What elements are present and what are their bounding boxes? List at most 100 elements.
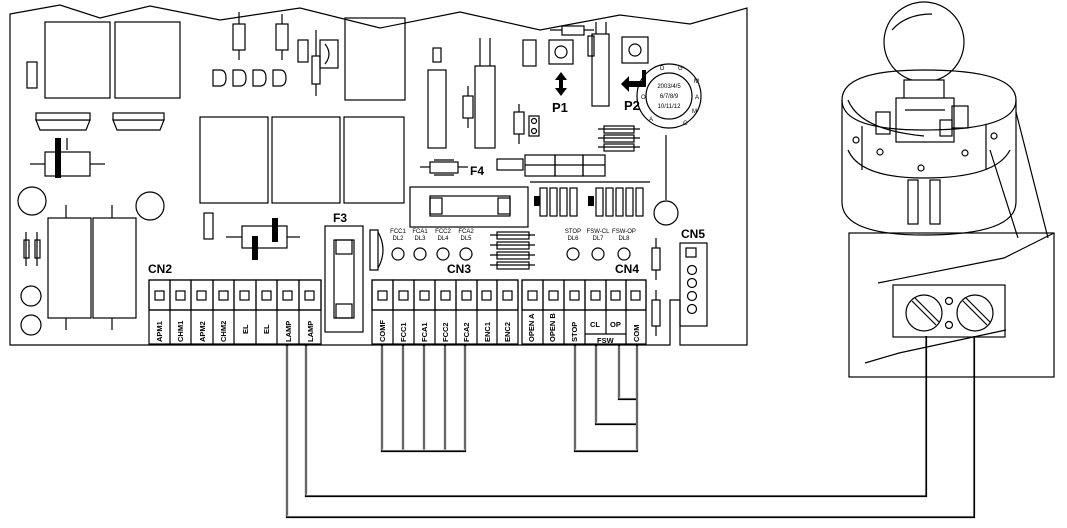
screw-terminal bbox=[956, 294, 994, 332]
svg-text:DL6: DL6 bbox=[567, 236, 579, 242]
svg-text:FSW: FSW bbox=[597, 336, 615, 345]
svg-text:LAMP: LAMP bbox=[306, 321, 315, 342]
fuse-f3-cap bbox=[335, 303, 353, 319]
board-outline bbox=[9, 4, 748, 346]
diode-band bbox=[272, 218, 278, 242]
svg-text:O: O bbox=[641, 95, 646, 101]
svg-text:FCA2: FCA2 bbox=[458, 229, 474, 235]
svg-text:M: M bbox=[694, 79, 699, 85]
connector-cn5 bbox=[679, 242, 708, 327]
component bbox=[651, 247, 661, 271]
svg-text:STOP: STOP bbox=[565, 229, 581, 235]
svg-text:FCC1: FCC1 bbox=[390, 229, 406, 235]
resistor-array bbox=[530, 181, 650, 217]
svg-text:DL3: DL3 bbox=[414, 236, 426, 242]
led-indicator-dl8: FSW-OP DL8 bbox=[612, 229, 636, 261]
fuse-f4 bbox=[420, 159, 468, 176]
svg-text:EL: EL bbox=[262, 324, 271, 334]
relay bbox=[343, 116, 405, 204]
fuse-f3-label: F3 bbox=[333, 211, 347, 225]
svg-text:CHM2: CHM2 bbox=[219, 321, 228, 342]
svg-text:CL: CL bbox=[590, 320, 600, 329]
svg-text:A: A bbox=[695, 95, 699, 101]
svg-text:FCA2: FCA2 bbox=[462, 322, 471, 342]
svg-text:OP: OP bbox=[610, 320, 621, 329]
svg-text:6/7/8/9: 6/7/8/9 bbox=[660, 94, 679, 100]
wire-lamp-1 bbox=[285, 336, 976, 519]
svg-text:A: A bbox=[649, 117, 653, 123]
transistor bbox=[112, 119, 165, 131]
connector-cn3-label: CN3 bbox=[447, 262, 471, 276]
resistor bbox=[462, 95, 474, 119]
svg-text:FSW-OP: FSW-OP bbox=[612, 229, 636, 235]
svg-text:2003/4/5: 2003/4/5 bbox=[657, 84, 681, 90]
svg-text:FCC2: FCC2 bbox=[441, 322, 450, 342]
svg-text:EL: EL bbox=[241, 324, 250, 334]
component bbox=[203, 212, 214, 240]
flashing-lamp bbox=[841, 1, 1055, 378]
enter-arrow-icon bbox=[621, 70, 646, 92]
svg-text:FCA1: FCA1 bbox=[412, 229, 428, 235]
diode-row bbox=[212, 69, 287, 87]
relay bbox=[44, 21, 111, 99]
lamp-socket bbox=[903, 79, 945, 101]
resistor bbox=[297, 39, 309, 63]
svg-text:G: G bbox=[678, 66, 683, 72]
svg-text:FCC1: FCC1 bbox=[399, 322, 408, 342]
connector-cn2-label: CN2 bbox=[148, 262, 172, 276]
component bbox=[26, 61, 38, 89]
component bbox=[319, 39, 339, 69]
svg-text:DL5: DL5 bbox=[460, 236, 472, 242]
relay bbox=[344, 17, 406, 101]
svg-text:APM1: APM1 bbox=[155, 321, 164, 342]
updown-arrow-icon bbox=[555, 72, 567, 96]
button-p2[interactable] bbox=[621, 36, 649, 64]
svg-text:FCC2: FCC2 bbox=[435, 229, 451, 235]
component bbox=[651, 299, 661, 327]
svg-text:DL2: DL2 bbox=[392, 236, 404, 242]
button-p2-label: P2 bbox=[624, 98, 640, 113]
ic-chip bbox=[427, 69, 447, 149]
component bbox=[432, 47, 442, 63]
capacitor bbox=[20, 314, 42, 336]
transistor-tab bbox=[35, 112, 91, 121]
fuse-f3-cap bbox=[335, 239, 353, 255]
resistor-stack bbox=[598, 125, 640, 152]
svg-text:G: G bbox=[683, 121, 688, 127]
ic-chip bbox=[474, 65, 496, 149]
control-board: F3 P1 bbox=[9, 4, 748, 346]
led-indicator-dl5: FCA2 DL5 bbox=[458, 229, 474, 261]
resistor bbox=[232, 23, 246, 51]
led-indicator-dl4: FCC2 DL4 bbox=[435, 229, 451, 261]
svg-text:COMF: COMF bbox=[378, 320, 387, 342]
component bbox=[522, 39, 537, 67]
ic-chip bbox=[591, 33, 610, 107]
svg-text:FSW-CL: FSW-CL bbox=[587, 229, 611, 235]
date-dial: 2003/4/5 6/7/8/9 10/11/12 D G O M A M A … bbox=[636, 63, 702, 129]
component bbox=[496, 158, 524, 171]
resistor bbox=[561, 25, 585, 36]
button-p1[interactable] bbox=[548, 39, 574, 65]
capacitor bbox=[17, 186, 47, 216]
led-indicator-dl3: FCA1 DL3 bbox=[412, 229, 428, 261]
svg-text:DL8: DL8 bbox=[618, 236, 630, 242]
connector-cn5-label: CN5 bbox=[681, 227, 705, 241]
svg-text:STOP: STOP bbox=[570, 322, 579, 342]
wire-lamp-2 bbox=[304, 336, 928, 498]
led-indicator-dl2: FCC1 DL2 bbox=[390, 229, 406, 261]
resistor bbox=[513, 111, 525, 135]
terminal-block bbox=[892, 284, 1006, 338]
fuse-f3-glass bbox=[333, 239, 355, 319]
diode-band bbox=[55, 138, 61, 178]
relay bbox=[271, 116, 341, 204]
capacitor bbox=[135, 191, 165, 221]
svg-text:ENC2: ENC2 bbox=[503, 322, 512, 342]
svg-text:DL4: DL4 bbox=[437, 236, 449, 242]
svg-text:M: M bbox=[692, 109, 697, 115]
diode-band bbox=[252, 236, 258, 260]
wire-cn4-bridge bbox=[573, 345, 639, 453]
svg-text:10/11/12: 10/11/12 bbox=[658, 104, 682, 110]
resistor bbox=[275, 23, 289, 51]
wiring bbox=[285, 336, 976, 519]
